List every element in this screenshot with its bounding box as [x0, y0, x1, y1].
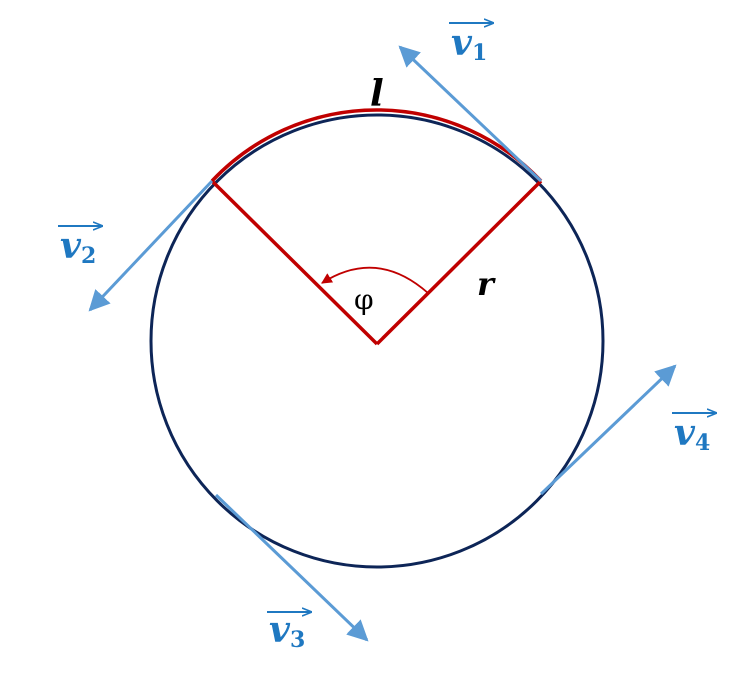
vector-label-1: v 1: [449, 22, 493, 66]
vector-label-4-subscript: 4: [695, 430, 710, 456]
vector-label-4: v 4: [672, 412, 716, 456]
velocity-vector-2: [88, 179, 214, 312]
vector-label-1-letter: v: [451, 22, 473, 64]
trajectory-circle: [149, 113, 605, 569]
vector-label-2: v 2: [58, 225, 102, 269]
arc-label: l: [370, 73, 384, 115]
vector-label-3: v 3: [267, 609, 311, 653]
velocity-vector-1: [398, 45, 543, 183]
angle-label: φ: [354, 283, 374, 316]
vector-label-2-subscript: 2: [81, 243, 96, 269]
velocity-vector-4: [539, 364, 677, 496]
vector-label-3-letter: v: [269, 609, 291, 651]
arc-l: [210, 108, 543, 183]
radius-label: r: [477, 265, 496, 303]
vector-label-2-letter: v: [60, 225, 82, 267]
radius-right: [375, 179, 543, 346]
radius-left: [210, 179, 379, 346]
vector-label-4-letter: v: [674, 412, 696, 454]
vector-label-3-subscript: 3: [290, 627, 305, 653]
vector-label-1-subscript: 1: [472, 40, 487, 66]
velocity-vector-3: [214, 493, 369, 642]
angle-phi-arc: [321, 266, 429, 294]
